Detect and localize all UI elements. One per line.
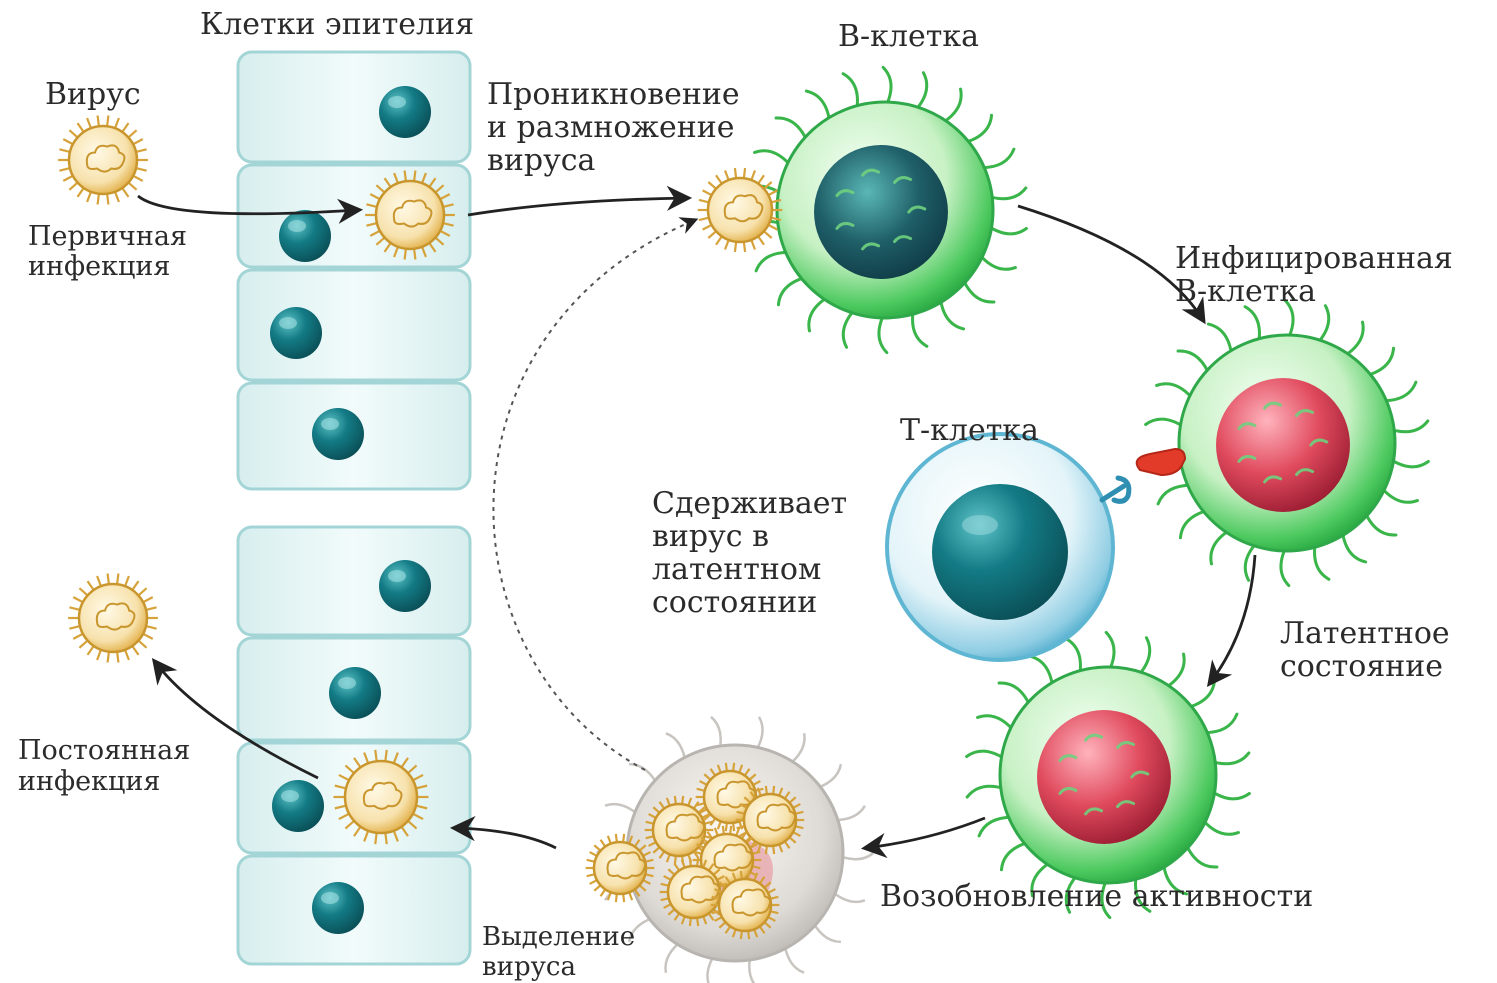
- nucleus-highlight: [338, 677, 356, 689]
- b-cell-nucleus: [1216, 378, 1350, 512]
- virus-capsid: [345, 761, 417, 833]
- virus-free: [58, 115, 148, 204]
- virus-shedding-label: Выделение вируса: [482, 922, 635, 982]
- nucleus-highlight: [321, 418, 339, 430]
- entry-replication-label: Проникновение и размножение вируса: [487, 78, 740, 177]
- virus-capsid: [594, 842, 646, 894]
- nucleus-highlight: [288, 220, 306, 232]
- reactivation-label: Возобновление активности: [880, 880, 1313, 913]
- epithelial-cell: [238, 856, 470, 964]
- virus-capsid: [79, 584, 147, 652]
- virus-capsid: [376, 181, 444, 249]
- arrow-to-b-cell: [468, 198, 687, 215]
- nucleus-highlight: [281, 790, 299, 802]
- arrow-to-latency: [1210, 555, 1255, 683]
- b-cell-label: В-клетка: [838, 20, 979, 53]
- epithelial-nucleus: [270, 307, 322, 359]
- epithelial-cell: [238, 383, 470, 489]
- epithelial-cell: [238, 527, 470, 635]
- virus-capsid: [653, 804, 705, 856]
- infected-b-cell-label: Инфицированная В-клетка: [1175, 242, 1453, 308]
- epithelial-nucleus: [312, 882, 364, 934]
- epithelial-cell: [238, 638, 470, 740]
- epithelium-label: Клетки эпителия: [200, 8, 474, 41]
- latent-b-cell: [967, 632, 1250, 917]
- virus-capsid: [69, 126, 137, 194]
- epithelial-nucleus: [379, 560, 431, 612]
- latent-state-label: Латентное состояние: [1280, 617, 1450, 683]
- virus-capsid: [719, 879, 771, 931]
- virus-attaching-b-cell: [698, 168, 782, 252]
- nucleus-highlight: [388, 96, 406, 108]
- virus-released: [68, 573, 158, 662]
- virus-label: Вирус: [45, 78, 141, 111]
- b-cell-nucleus: [814, 145, 948, 279]
- arrow-reactivation: [866, 818, 985, 848]
- b-cell-nucleus: [1037, 710, 1171, 844]
- t-cell-nucleus: [932, 484, 1068, 620]
- epithelial-cell-body: [238, 52, 470, 162]
- presented-antigen: [1137, 449, 1185, 475]
- epithelial-nucleus: [379, 86, 431, 138]
- epithelial-cell: [238, 52, 470, 162]
- primary-infection-label: Первичная инфекция: [28, 222, 187, 282]
- infected-b-cell: [1146, 300, 1429, 585]
- epithelial-nucleus: [279, 210, 331, 262]
- persistent-infection-label: Постоянная инфекция: [18, 735, 190, 797]
- nucleus-highlight: [279, 317, 297, 329]
- t-cell-receptor: [1102, 478, 1129, 501]
- t-cell: [887, 434, 1129, 660]
- epithelial-cell: [238, 270, 470, 380]
- b-cell: [744, 67, 1027, 352]
- t-cell-nucleus-highlight: [962, 515, 998, 535]
- epithelial-nucleus: [312, 408, 364, 460]
- epithelial-cell-body: [238, 527, 470, 635]
- epithelial-nucleus: [329, 667, 381, 719]
- epithelial-nucleus: [272, 780, 324, 832]
- restrains-latent-label: Сдерживает вирус в латентном состоянии: [652, 487, 847, 619]
- nucleus-highlight: [388, 570, 406, 582]
- virus-capsid: [668, 866, 720, 918]
- nucleus-highlight: [321, 892, 339, 904]
- t-cell-label: Т-клетка: [900, 414, 1039, 447]
